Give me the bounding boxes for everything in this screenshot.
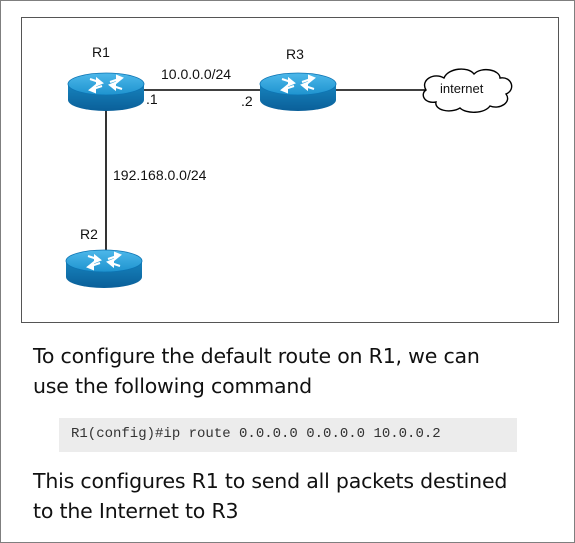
r3-interface-label: .2 <box>241 93 253 109</box>
router-r2-icon <box>65 249 143 288</box>
network-diagram: R1 R3 R2 10.0.0.0/24 .1 .2 192.168.0.0/2… <box>21 17 559 323</box>
explanation-line-3: This configures R1 to send all packets d… <box>33 469 508 493</box>
explanation-line-4: to the Internet to R3 <box>33 499 239 523</box>
explanation-line-2: use the following command <box>33 374 312 398</box>
network-diagram-canvas <box>65 68 513 288</box>
command-box: R1(config)#ip route 0.0.0.0 0.0.0.0 10.0… <box>59 418 517 452</box>
internet-cloud-label: internet <box>440 81 484 96</box>
router-r3-label: R3 <box>286 46 304 62</box>
r1-interface-label: .1 <box>146 91 158 107</box>
router-r1-label: R1 <box>92 44 110 60</box>
router-r3-icon <box>259 72 337 111</box>
internet-cloud-icon <box>422 68 513 113</box>
command-text: R1(config)#ip route 0.0.0.0 0.0.0.0 10.0… <box>71 426 441 442</box>
network-label-r1-r3: 10.0.0.0/24 <box>161 66 232 82</box>
router-r2-label: R2 <box>80 226 98 242</box>
network-label-r1-r2: 192.168.0.0/24 <box>113 167 207 183</box>
explanation-line-1: To configure the default route on R1, we… <box>33 344 480 368</box>
router-r1-icon <box>67 72 145 111</box>
